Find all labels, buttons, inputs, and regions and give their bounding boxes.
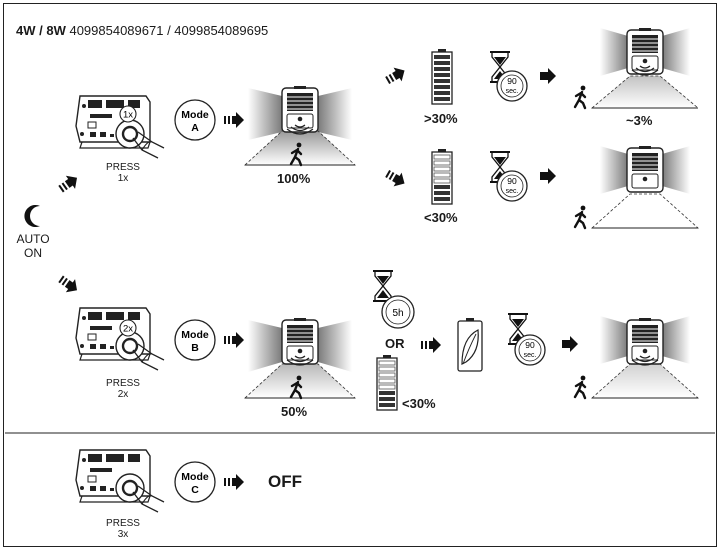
svg-text:Mode: Mode	[181, 329, 209, 341]
mode-b-circle: Mode B	[174, 319, 216, 361]
mode-a-device	[74, 94, 166, 160]
lamp-b-half	[243, 317, 357, 400]
arrow-a-result-2	[540, 168, 556, 184]
result-dim: ~3%	[626, 113, 653, 128]
svg-text:C: C	[191, 484, 199, 496]
arrow-mode-c	[224, 474, 244, 490]
mode-b-device	[74, 306, 166, 372]
svg-text:sec.: sec.	[524, 352, 537, 359]
svg-text:B: B	[191, 342, 199, 354]
arrow-a-down	[383, 166, 409, 191]
mode-c-off: OFF	[268, 472, 302, 491]
battery-above-30: >30%	[424, 111, 458, 126]
svg-text:A: A	[191, 122, 199, 134]
svg-text:90: 90	[525, 340, 535, 350]
svg-text:Mode: Mode	[181, 471, 209, 483]
lamp-a-full	[243, 85, 357, 167]
mode-a-badge: 1x	[119, 105, 137, 123]
battery-below-30-b: <30%	[402, 396, 436, 411]
arrow-auto-a	[56, 171, 82, 196]
arrow-b-result	[562, 336, 578, 352]
battery-full-icon	[431, 48, 453, 105]
or-label: OR	[385, 336, 405, 351]
model-label: 4W / 8W	[16, 23, 66, 38]
battery-below-30: <30%	[424, 210, 458, 225]
battery-low-icon	[431, 148, 453, 205]
arrow-a-up	[383, 63, 409, 88]
arrow-mode-a	[224, 112, 244, 128]
lamp-b-result	[573, 316, 700, 400]
arrow-b-eco	[421, 337, 441, 353]
svg-text:sec.: sec.	[506, 188, 519, 195]
product-codes: 4099854089671 / 4099854089695	[69, 23, 269, 38]
timer-a-2: 90 sec.	[489, 151, 528, 202]
mode-c-circle: Mode C	[174, 461, 216, 503]
timer-b-2: 90 sec.	[507, 313, 546, 366]
arrow-mode-b	[224, 332, 244, 348]
header: 4W / 8W 4099854089671 / 4099854089695	[16, 24, 268, 37]
svg-text:Mode: Mode	[181, 109, 209, 121]
mode-c-device	[74, 448, 166, 514]
lamp-a-dim	[573, 27, 700, 110]
arrow-auto-b	[56, 272, 82, 297]
svg-text:5h: 5h	[392, 308, 403, 319]
svg-text:sec.: sec.	[506, 88, 519, 95]
svg-text:1x: 1x	[123, 110, 133, 121]
diagram-frame	[3, 3, 717, 547]
eco-battery-icon	[457, 318, 483, 372]
mode-b-badge: 2x	[119, 319, 137, 337]
timer-a-1: 90 sec.	[489, 51, 528, 102]
timer-5h: 5h	[372, 270, 415, 329]
lamp-a-low	[573, 145, 700, 230]
svg-text:2x: 2x	[123, 324, 133, 335]
svg-text:90: 90	[507, 76, 517, 86]
mode-a-circle: Mode A	[174, 99, 216, 141]
brightness-a: 100%	[277, 171, 311, 186]
battery-low-icon-b	[376, 354, 398, 411]
svg-text:90: 90	[507, 176, 517, 186]
arrow-a-result-1	[540, 68, 556, 84]
brightness-b: 50%	[281, 404, 308, 419]
moon-icon	[24, 205, 40, 228]
